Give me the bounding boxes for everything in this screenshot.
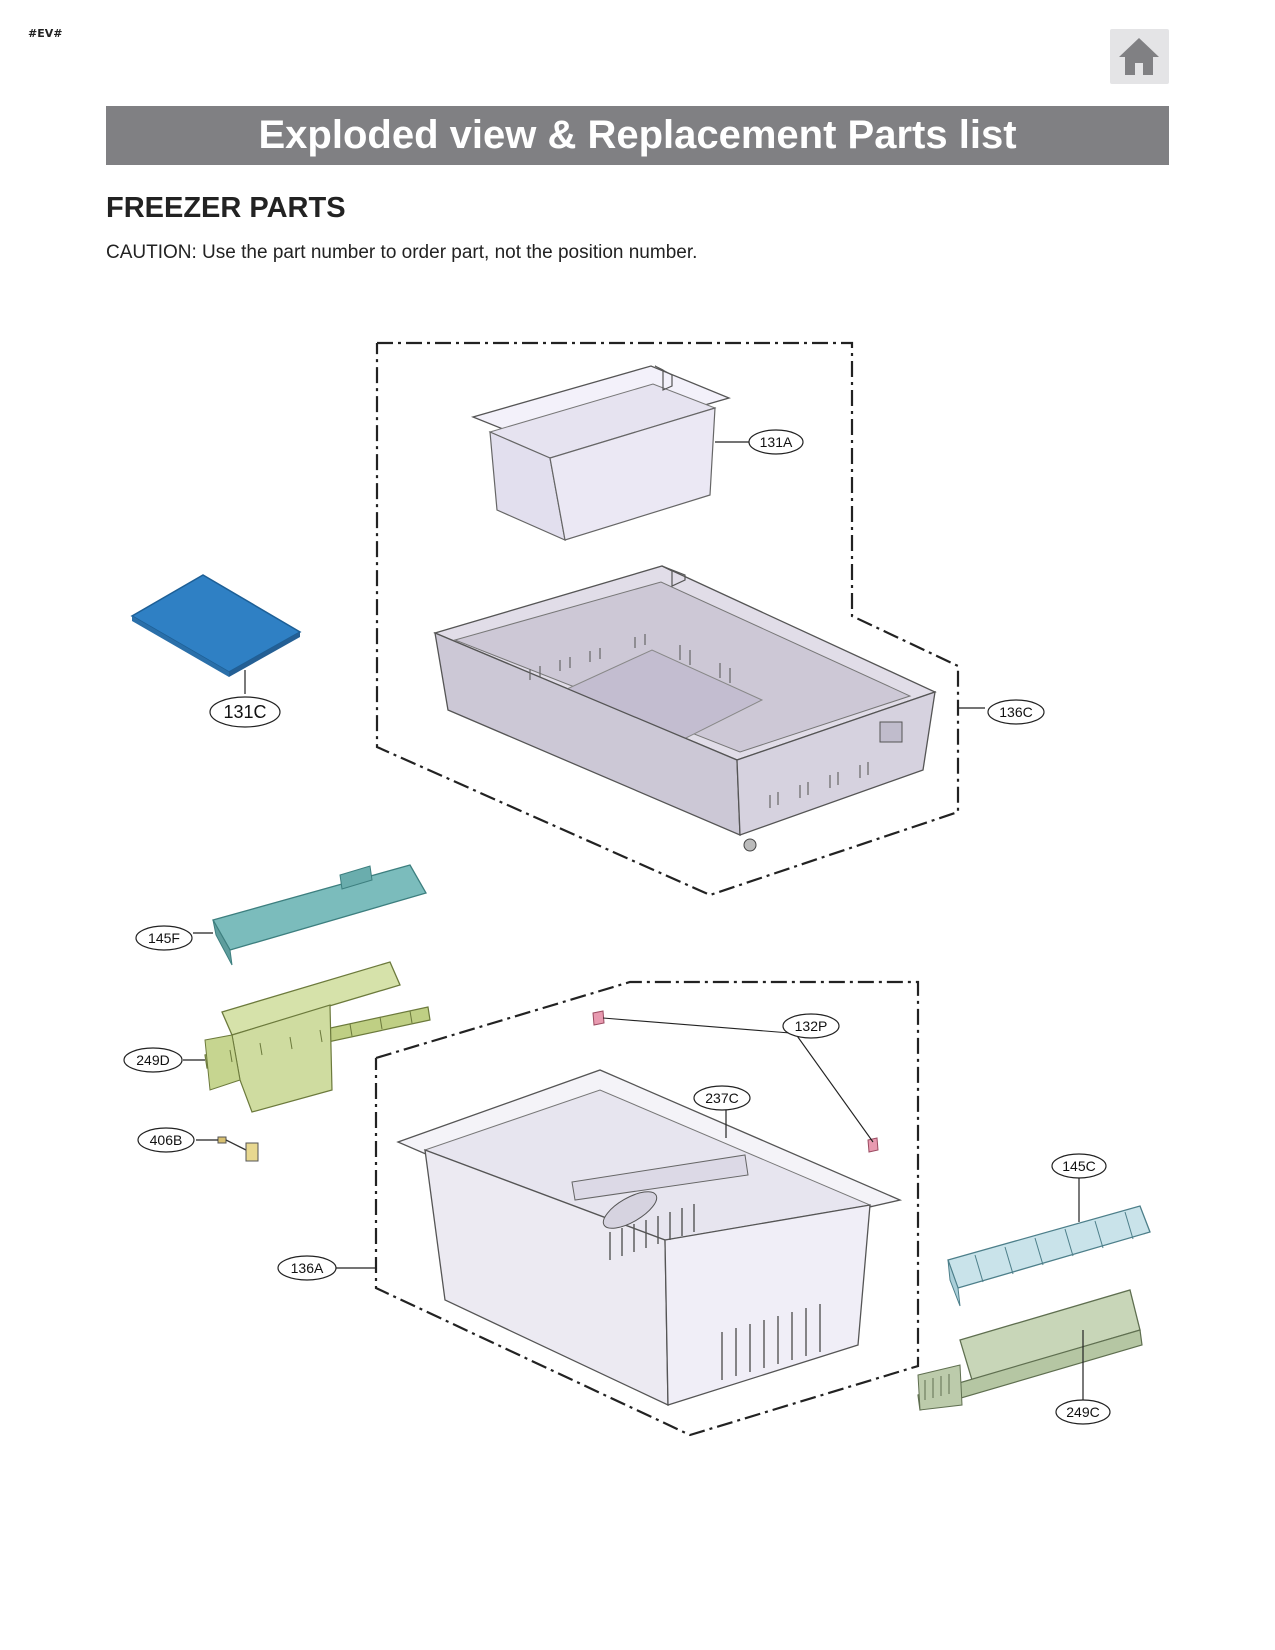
svg-text:132P: 132P [795,1018,828,1034]
callout-136c: 136C [987,699,1045,725]
callout-406b: 406B [137,1127,195,1153]
home-button[interactable] [1110,29,1169,84]
callout-145c: 145C [1051,1153,1107,1179]
svg-text:145C: 145C [1062,1158,1095,1174]
svg-text:237C: 237C [705,1090,738,1106]
callout-237c: 237C [693,1085,751,1111]
callout-249c: 249C [1055,1399,1111,1425]
svg-text:406B: 406B [150,1132,183,1148]
callout-249d: 249D [123,1047,183,1073]
page-banner-title: Exploded view & Replacement Parts list [106,106,1169,165]
part-131c-panel [130,574,302,694]
svg-text:249D: 249D [136,1052,169,1068]
section-title: FREEZER PARTS [106,192,346,224]
svg-text:145F: 145F [148,930,180,946]
part-132p-pads [592,1010,879,1153]
document-tag: #EV# [28,27,63,40]
callout-145f: 145F [135,925,193,951]
part-131a-bin [470,365,752,542]
caution-note: CAUTION: Use the part number to order pa… [106,242,698,263]
part-136c-drawer [433,565,985,852]
callout-132p: 132P [782,1013,840,1039]
home-icon [1119,38,1159,75]
svg-text:131A: 131A [760,434,793,450]
part-249d-rail [183,961,431,1113]
part-136a-basket [336,1069,903,1407]
part-145c-rail [947,1176,1151,1307]
callout-131a: 131A [748,429,804,455]
upper-group-boundary [375,341,960,897]
svg-text:249C: 249C [1066,1404,1099,1420]
callout-131c: 131C [209,696,281,728]
part-145f-rail [193,864,427,966]
svg-text:136C: 136C [999,704,1032,720]
svg-text:136A: 136A [291,1260,324,1276]
part-249c-rail [917,1289,1143,1411]
lower-group-boundary [374,980,920,1437]
callout-136a: 136A [277,1255,337,1281]
svg-text:131C: 131C [223,702,266,722]
part-406b-connector [196,1136,259,1162]
